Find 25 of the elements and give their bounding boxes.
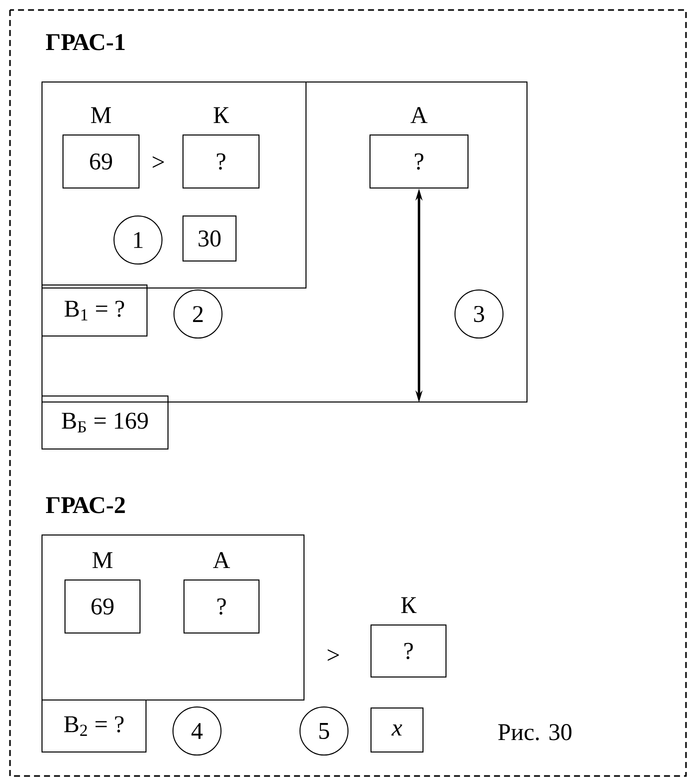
node-label: К — [214, 107, 230, 124]
node-label: М — [92, 552, 112, 568]
frame-box — [42, 82, 306, 288]
value-box: В$_{2}$ = ? — [42, 700, 146, 752]
node-label: М — [91, 107, 111, 124]
caption: Рис. 30 — [498, 724, 572, 740]
value-box: x — [370, 708, 424, 752]
value-box: 69 М — [64, 552, 140, 634]
value-box: 69 М — [62, 107, 140, 188]
frame-box — [42, 82, 528, 402]
value-box: ? А — [184, 552, 260, 634]
value-box: В$_{Б}$ = 169 — [42, 396, 168, 450]
heading: ГРАС-2 — [46, 497, 125, 514]
value-box: ? К — [370, 597, 446, 678]
value-box: ? К — [182, 107, 260, 188]
value-box: В$_{1}$ = ? — [42, 284, 148, 336]
node-label: А — [410, 107, 428, 124]
node-label: А — [213, 552, 230, 568]
greater-sign: > — [328, 649, 339, 661]
frame-box — [42, 534, 304, 700]
node-label: К — [401, 597, 417, 614]
value-box: ? А — [370, 107, 468, 188]
greater-sign: > — [152, 156, 164, 168]
value-box: 30 — [182, 216, 236, 262]
heading: ГРАС-1 — [46, 34, 125, 50]
